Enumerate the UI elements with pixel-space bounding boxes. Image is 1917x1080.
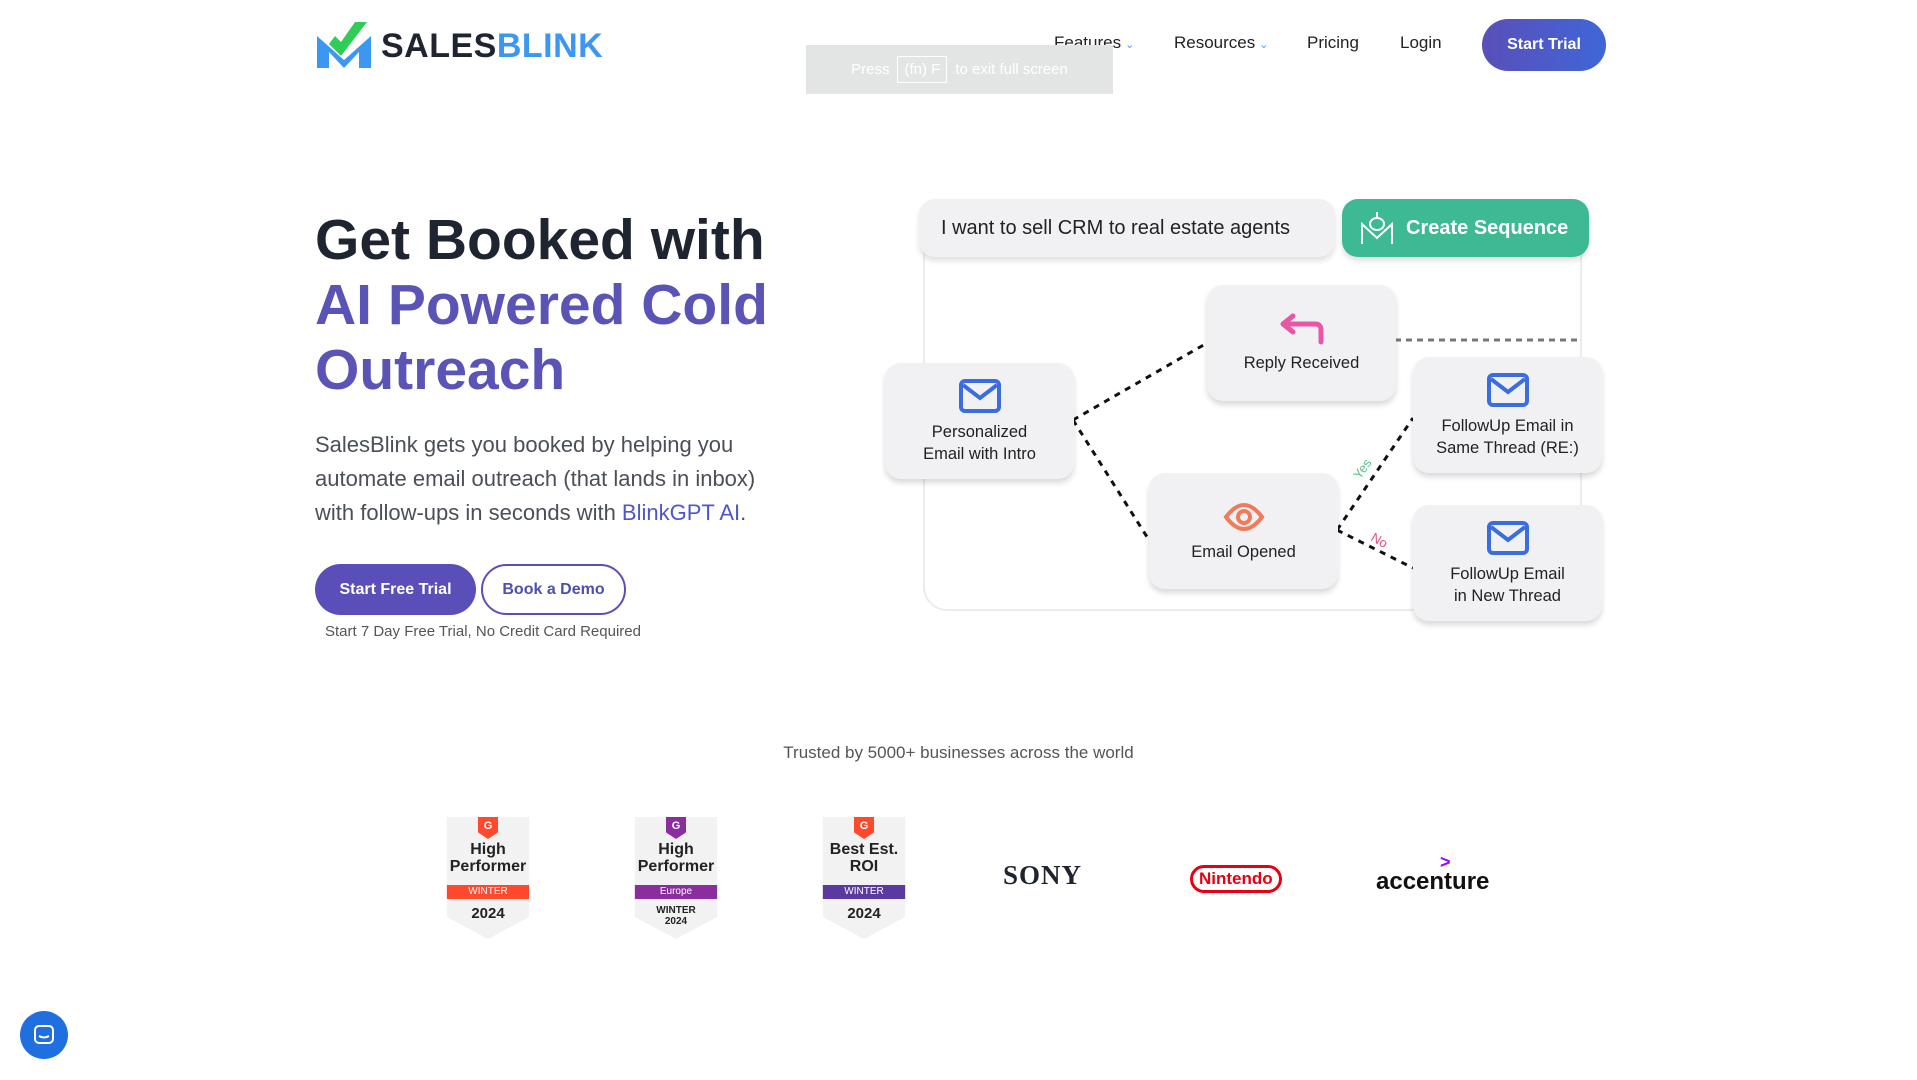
badge-title: High Performer bbox=[637, 841, 715, 875]
hero-lead-end: . bbox=[740, 500, 747, 525]
node-email-opened[interactable]: Email Opened bbox=[1149, 473, 1338, 589]
badge-year: 2024 bbox=[471, 905, 505, 922]
accenture-text: accenture bbox=[1376, 868, 1490, 895]
tooltip-key: (fn) F bbox=[897, 56, 948, 83]
node-label: FollowUp Email in New Thread bbox=[1450, 565, 1565, 605]
hero-title-line2: AI Powered Cold bbox=[315, 273, 768, 337]
logo-mark-icon bbox=[317, 22, 371, 68]
create-sequence-label: Create Sequence bbox=[1406, 216, 1569, 239]
g2-icon: G bbox=[666, 817, 686, 839]
start-free-trial-button[interactable]: Start Free Trial bbox=[315, 564, 476, 615]
nav-login[interactable]: Login bbox=[1400, 33, 1442, 52]
chat-widget-button[interactable] bbox=[20, 1011, 68, 1059]
accenture-logo: >accenture bbox=[1376, 852, 1490, 896]
robot-crown-icon bbox=[1361, 212, 1393, 244]
chat-icon bbox=[34, 1025, 54, 1044]
logo-text-blink: BLINK bbox=[496, 26, 604, 65]
mail-icon bbox=[1486, 521, 1529, 555]
tooltip-press: Press bbox=[851, 61, 890, 78]
node-label: Email Opened bbox=[1191, 543, 1296, 561]
logo-text-sales: SALES bbox=[381, 26, 497, 65]
nav-resources[interactable]: Resources⌄ bbox=[1174, 33, 1268, 53]
start-trial-button[interactable]: Start Trial bbox=[1482, 19, 1606, 71]
node-label: Personalized Email with Intro bbox=[923, 423, 1036, 463]
nintendo-logo: Nintendo bbox=[1190, 865, 1282, 893]
node-followup-new-thread[interactable]: FollowUp Email in New Thread bbox=[1413, 505, 1602, 621]
eye-icon bbox=[1222, 503, 1265, 531]
badge-title: High Performer bbox=[449, 841, 527, 875]
mail-icon bbox=[1486, 373, 1529, 407]
badge-year: 2024 bbox=[847, 905, 881, 922]
mail-icon bbox=[958, 379, 1001, 413]
hero-title-line3: Outreach bbox=[315, 338, 566, 402]
node-reply-received[interactable]: Reply Received bbox=[1207, 285, 1396, 401]
badge-band: WINTER bbox=[446, 885, 530, 899]
no-label: No bbox=[1369, 530, 1391, 551]
badge-band: WINTER bbox=[822, 885, 906, 899]
hero-lead: SalesBlink gets you booked by helping yo… bbox=[315, 428, 795, 530]
nav-resources-label: Resources bbox=[1174, 33, 1256, 52]
g2-icon: G bbox=[478, 817, 498, 839]
book-demo-button[interactable]: Book a Demo bbox=[481, 564, 626, 615]
reply-arrow-icon bbox=[1280, 313, 1323, 345]
node-personalized-email[interactable]: Personalized Email with Intro bbox=[885, 363, 1074, 479]
trusted-text: Trusted by 5000+ businesses across the w… bbox=[783, 743, 1134, 762]
tooltip-rest: to exit full screen bbox=[955, 61, 1068, 78]
fullscreen-tooltip: Press (fn) F to exit full screen bbox=[806, 45, 1113, 94]
accenture-arrow-icon: > bbox=[1440, 852, 1451, 872]
chevron-down-icon: ⌄ bbox=[1259, 39, 1269, 51]
nav-pricing[interactable]: Pricing bbox=[1307, 33, 1359, 52]
prompt-input[interactable]: I want to sell CRM to real estate agents bbox=[919, 199, 1335, 257]
blinkgpt-link[interactable]: BlinkGPT AI bbox=[621, 500, 741, 525]
hero-title-line1: Get Booked with bbox=[315, 208, 765, 272]
create-sequence-button[interactable]: Create Sequence bbox=[1342, 199, 1589, 257]
node-label: Reply Received bbox=[1243, 354, 1360, 372]
trial-note: Start 7 Day Free Trial, No Credit Card R… bbox=[325, 623, 641, 640]
logo[interactable]: SALESBLINK bbox=[315, 22, 603, 70]
badge-band: Europe bbox=[634, 885, 718, 899]
node-label: FollowUp Email in Same Thread (RE:) bbox=[1436, 417, 1579, 457]
hero-lead-text: SalesBlink gets you booked by helping yo… bbox=[315, 432, 756, 525]
badge-year: WINTER 2024 bbox=[656, 905, 696, 927]
node-followup-same-thread[interactable]: FollowUp Email in Same Thread (RE:) bbox=[1413, 357, 1602, 473]
badge-title: Best Est. ROI bbox=[829, 841, 899, 875]
sony-logo: SONY bbox=[1003, 860, 1083, 890]
chevron-down-icon: ⌄ bbox=[1125, 39, 1135, 51]
g2-icon: G bbox=[854, 817, 874, 839]
